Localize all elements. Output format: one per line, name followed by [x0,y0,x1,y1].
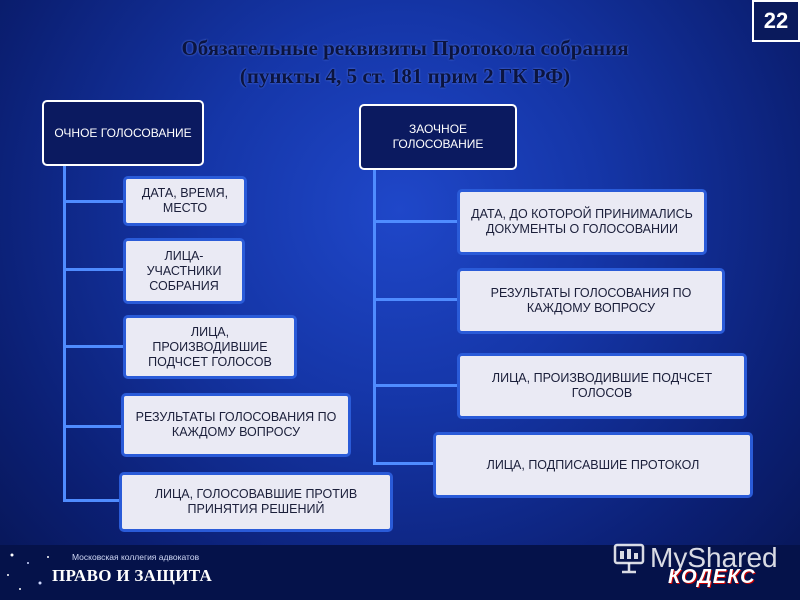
slide-number: 22 [752,0,800,42]
right-connector-3 [373,384,459,387]
slide-title: Обязательные реквизиты Протокола собрани… [60,34,750,90]
footer-bar [0,545,800,600]
right-item-2: РЕЗУЛЬТАТЫ ГОЛОСОВАНИЯ ПО КАЖДОМУ ВОПРОС… [457,268,725,334]
myshared-text: MyShared [650,542,778,573]
stars-decoration-icon [7,553,49,590]
right-connector-2 [373,298,459,301]
myshared-watermark: MyShared [612,538,787,578]
left-connector-vertical [63,165,66,500]
presentation-board-icon [613,543,645,574]
left-item-1: ДАТА, ВРЕМЯ, МЕСТО [123,176,247,226]
right-connector-4 [373,462,435,465]
left-header-ochnoe: ОЧНОЕ ГОЛОСОВАНИЕ [42,100,204,166]
right-connector-vertical [373,168,376,464]
left-connector-1 [63,200,125,203]
title-line-1: Обязательные реквизиты Протокола собрани… [181,36,629,60]
right-item-3: ЛИЦА, ПРОИЗВОДИВШИЕ ПОДЧСЕТ ГОЛОСОВ [457,353,747,419]
footer-brand: ПРАВО И ЗАЩИТА [52,566,213,585]
kodeks-logo: КОДЕКС [668,566,756,588]
footer-org-name: Московская коллегия адвокатов [72,552,200,562]
left-connector-5 [63,499,123,502]
right-item-4: ЛИЦА, ПОДПИСАВШИЕ ПРОТОКОЛ [433,432,753,498]
right-connector-1 [373,220,459,223]
right-item-1: ДАТА, ДО КОТОРОЙ ПРИНИМАЛИСЬ ДОКУМЕНТЫ О… [457,189,707,255]
left-item-4: РЕЗУЛЬТАТЫ ГОЛОСОВАНИЯ ПО КАЖДОМУ ВОПРОС… [121,393,351,457]
left-item-5: ЛИЦА, ГОЛОСОВАВШИЕ ПРОТИВ ПРИНЯТИЯ РЕШЕН… [119,472,393,532]
left-connector-3 [63,345,125,348]
left-connector-2 [63,268,125,271]
right-header-zaochnoe: ЗАОЧНОЕ ГОЛОСОВАНИЕ [359,104,517,170]
left-item-3: ЛИЦА, ПРОИЗВОДИВШИЕ ПОДЧСЕТ ГОЛОСОВ [123,315,297,379]
left-item-2: ЛИЦА- УЧАСТНИКИ СОБРАНИЯ [123,238,245,304]
title-line-2: (пункты 4, 5 ст. 181 прим 2 ГК РФ) [239,64,571,88]
left-connector-4 [63,425,123,428]
